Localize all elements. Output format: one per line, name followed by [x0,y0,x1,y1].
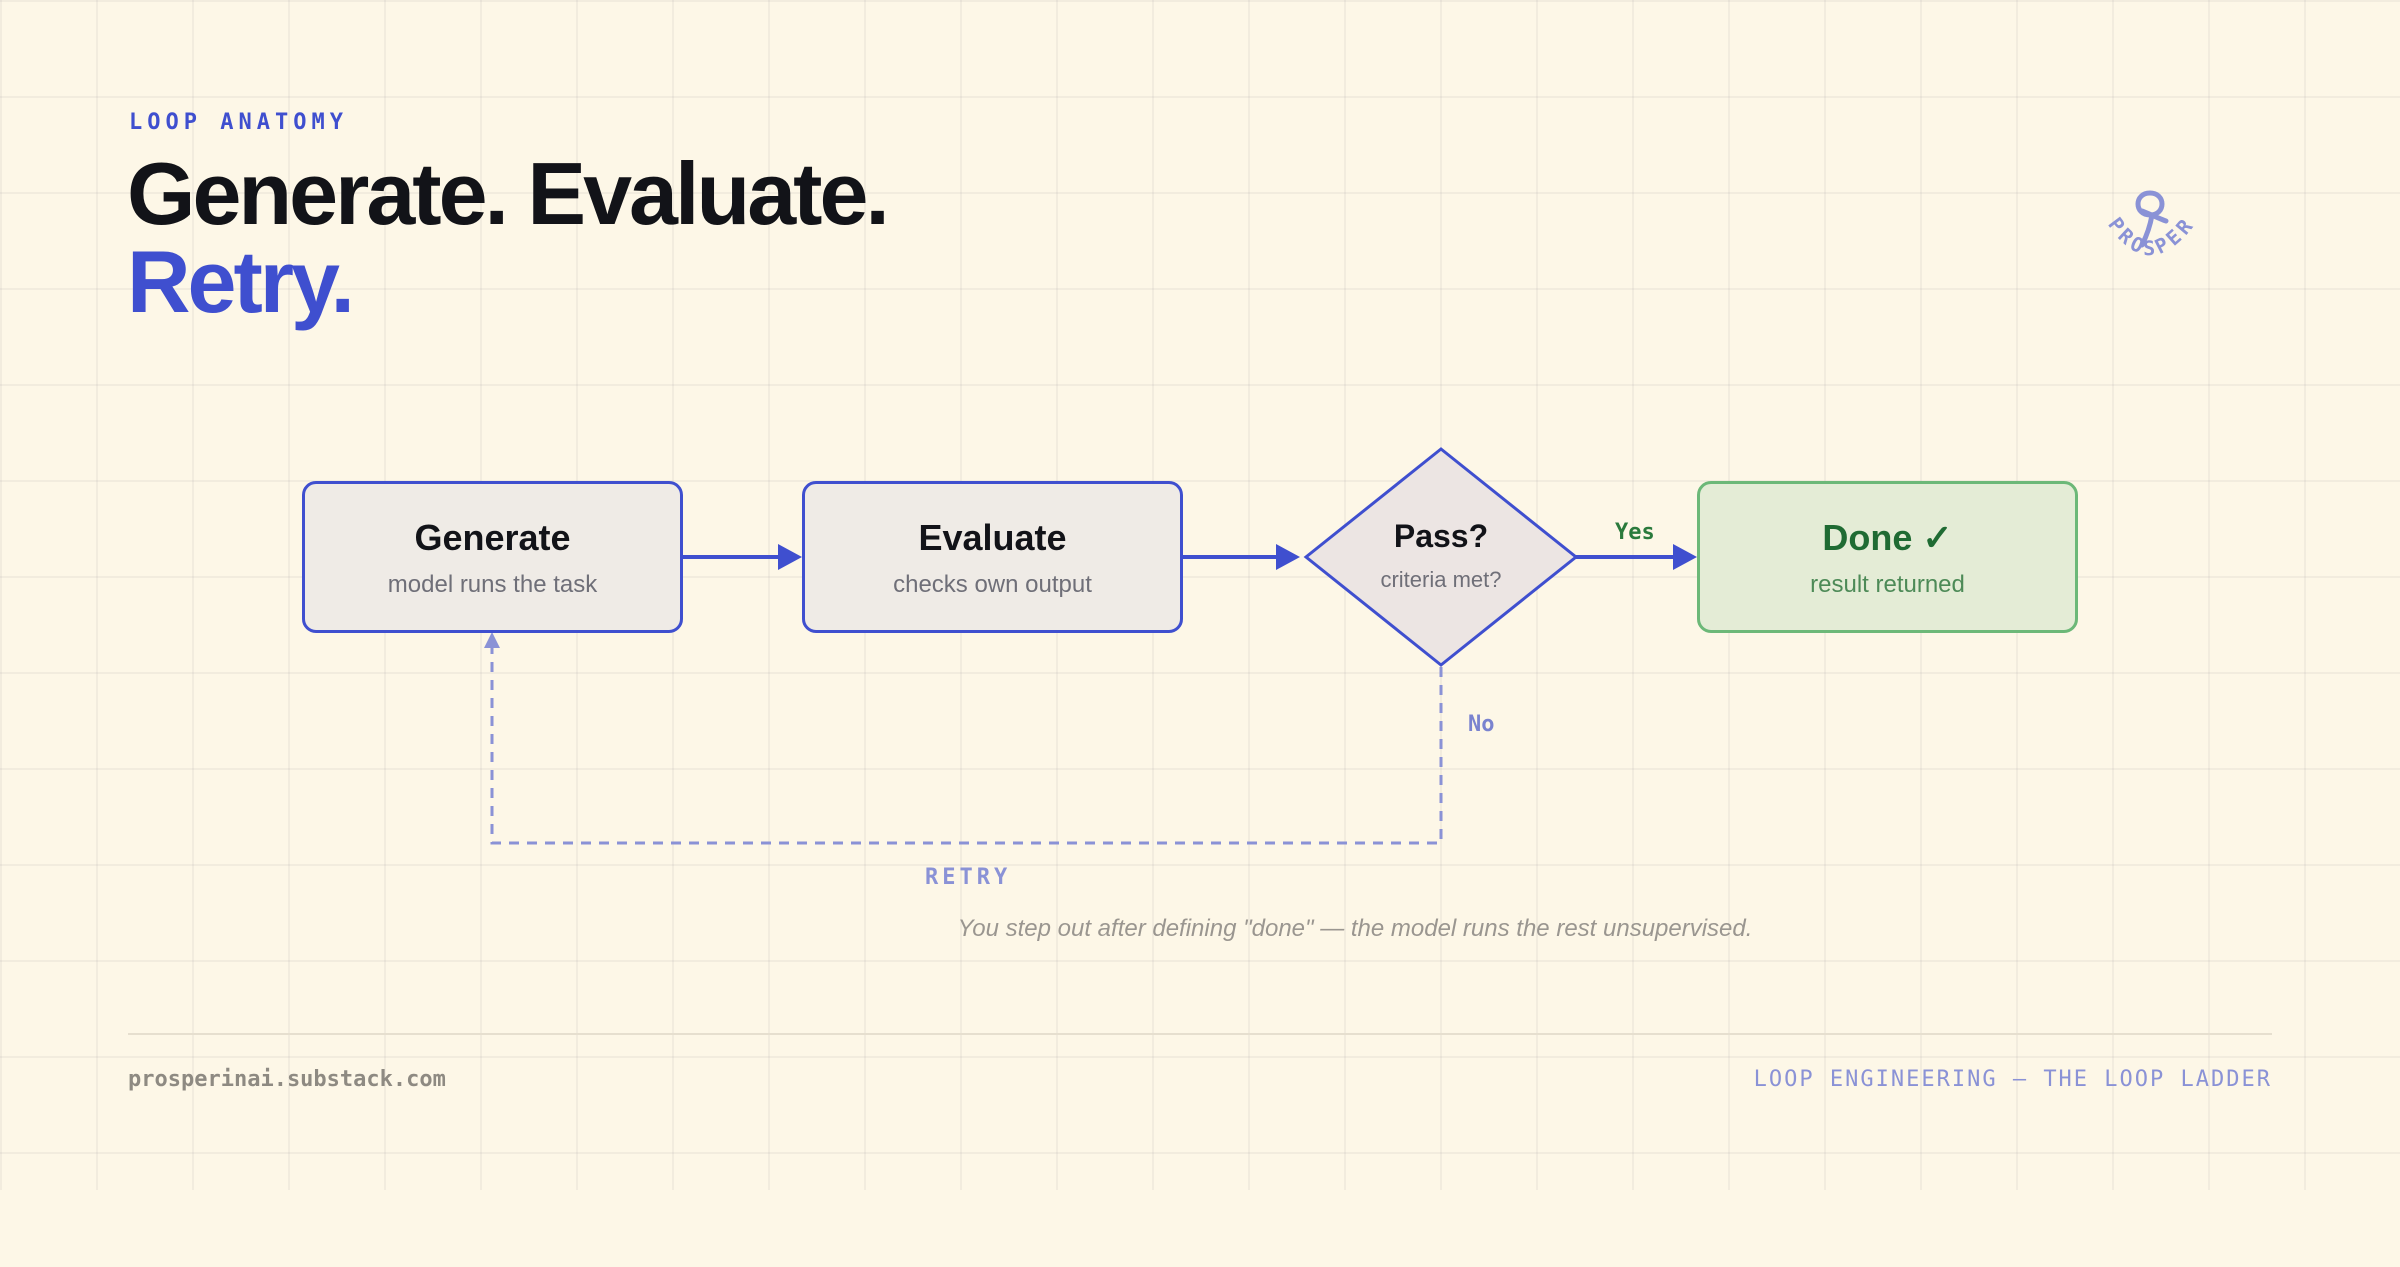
node-done-subtitle: result returned [1810,571,1965,598]
node-done-title: Done ✓ [1822,517,1953,558]
node-evaluate-title: Evaluate [918,517,1067,558]
edge-retry-arrow [484,632,500,648]
node-decision: Pass? criteria met? [1341,518,1541,593]
prosper-logo: PROSPER [2103,190,2196,260]
node-done: Done ✓ result returned [1697,481,2078,633]
node-generate-subtitle: model runs the task [387,571,598,598]
pretzel-loop-icon [2135,190,2169,248]
node-decision-subtitle: criteria met? [1380,567,1502,592]
edge-label-yes: Yes [1615,520,1655,545]
edge-decision-done-arrow [1673,544,1697,570]
page-title: Generate. Evaluate. Retry. [127,150,890,326]
node-generate: Generate model runs the task [302,481,683,633]
edge-retry-loop [490,646,1443,845]
title-line-1: Generate. Evaluate. [127,144,890,243]
edge-label-no: No [1468,712,1495,737]
node-decision-title: Pass? [1393,518,1489,554]
edge-generate-evaluate-arrow [778,544,802,570]
node-evaluate-subtitle: checks own output [893,571,1092,598]
footer-divider [128,1033,2272,1035]
edge-label-retry: RETRY [925,865,1012,890]
node-evaluate: Evaluate checks own output [802,481,1183,633]
footer-series-label: LOOP ENGINEERING — THE LOOP LADDER [1753,1067,2272,1092]
node-generate-title: Generate [414,517,571,558]
diagram-caption: You step out after defining "done" — the… [957,915,1753,942]
edge-evaluate-decision-arrow [1276,544,1300,570]
decision-diamond [1303,447,1579,667]
title-line-2: Retry. [127,232,355,331]
footer-site-link[interactable]: prosperinai.substack.com [128,1067,446,1092]
section-eyebrow: LOOP ANATOMY [129,110,348,135]
